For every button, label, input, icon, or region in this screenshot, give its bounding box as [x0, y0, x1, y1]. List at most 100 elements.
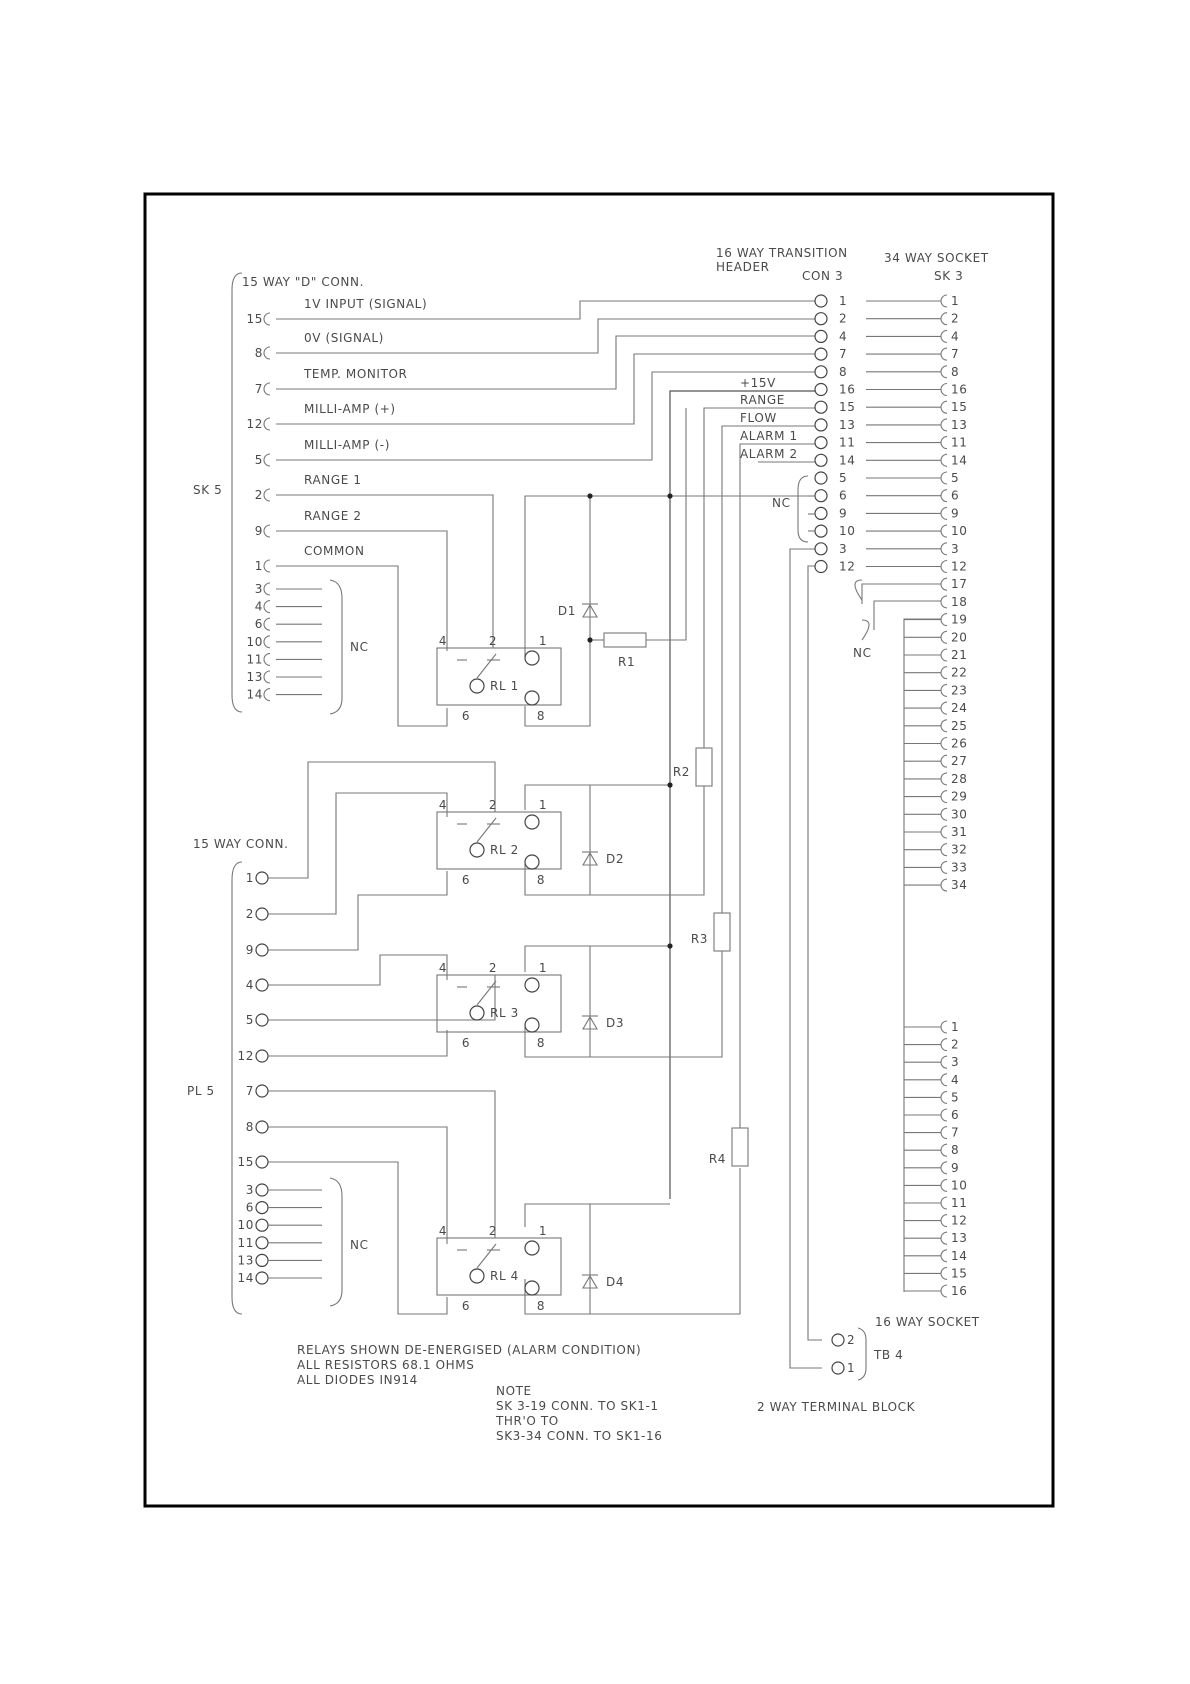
sk3-pin-number: 2 — [951, 312, 959, 326]
sk1-pin-socket — [940, 1178, 948, 1192]
sk3-pin-socket — [940, 329, 948, 343]
sk3-pin-socket — [940, 559, 948, 574]
sk3-pin-number: 22 — [951, 666, 967, 680]
sk3-pin-number: 27 — [951, 754, 967, 768]
note-center-1: NOTE — [496, 1384, 532, 1398]
resistor: R2 — [673, 747, 713, 787]
relay-name: RL 4 — [490, 1269, 519, 1283]
sk3-pin-number: 9 — [951, 506, 959, 520]
relay-terminal — [524, 977, 540, 993]
sk3-pin-socket — [940, 524, 948, 538]
sk3-pin-socket — [940, 683, 948, 697]
sk3-pin-socket — [940, 843, 948, 857]
sk3-pin-socket — [940, 754, 948, 768]
wiring — [268, 300, 941, 1369]
pl5-pin-terminal — [255, 978, 269, 992]
sk3-pin-socket — [940, 825, 948, 839]
relay-terminal — [469, 1268, 485, 1284]
diode-body — [582, 851, 598, 866]
sk5-signal-label: RANGE 1 — [304, 473, 362, 487]
pl5-pin-terminal — [255, 1120, 269, 1134]
sk3-pin-number: 17 — [951, 577, 967, 591]
sk3-pin-number: 28 — [951, 772, 967, 786]
sk5-nc-pin-number: 14 — [247, 688, 263, 702]
sk5-pin-socket — [263, 312, 271, 326]
pl5-title: 15 WAY CONN. — [193, 837, 289, 851]
pl5-pin-number: 12 — [238, 1049, 254, 1063]
resistor-body — [713, 912, 731, 952]
sk5-nc-pin-socket — [263, 688, 271, 702]
sk3-pin-socket — [940, 807, 948, 821]
sk1-pin-socket — [940, 1196, 948, 1210]
junctions — [587, 493, 673, 949]
note-left-3: ALL DIODES IN914 — [297, 1373, 418, 1387]
relay-pin-number: 2 — [489, 798, 497, 812]
con3-pin-number: 5 — [839, 471, 847, 485]
pl5-nc-pin-number: 13 — [238, 1253, 254, 1267]
relay-pin-number: 4 — [439, 961, 447, 975]
con3-signal-label: RANGE — [740, 393, 785, 407]
sk5-signal-label: RANGE 2 — [304, 509, 362, 523]
sk3-pin-number: 30 — [951, 807, 967, 821]
sk3-pin-number: 31 — [951, 825, 967, 839]
con3-pin-number: 3 — [839, 542, 847, 556]
relay-pin-number: 1 — [539, 634, 547, 648]
pl5-pin-terminal — [255, 907, 269, 921]
sk3-pin-number: 6 — [951, 489, 959, 503]
sk5-signal-label: TEMP. MONITOR — [303, 367, 408, 381]
relay-contact — [476, 1243, 497, 1269]
sk3-pin-number: 1 — [951, 294, 959, 308]
resistor-label: R2 — [673, 765, 690, 779]
pl5-nc-pin-number: 11 — [238, 1236, 254, 1250]
sk1-pin-number: 2 — [951, 1038, 959, 1052]
resistor-label: R1 — [618, 655, 635, 669]
relay-contact — [476, 980, 497, 1006]
sk3-pin-socket — [940, 772, 948, 786]
note-center-4: SK3-34 CONN. TO SK1-16 — [496, 1429, 662, 1443]
note-left-2: ALL RESISTORS 68.1 OHMS — [297, 1358, 474, 1372]
pl5-nc-pin-terminal — [255, 1200, 269, 1215]
pl5-nc-pin-terminal — [255, 1183, 269, 1197]
sk1-pin-socket — [940, 1126, 948, 1140]
sk3-pin-number: 23 — [951, 683, 967, 697]
sk3-pin-number: 16 — [951, 383, 967, 397]
relay-body — [436, 811, 562, 870]
sk1-pin-socket — [940, 1249, 948, 1263]
sk5-pin-socket — [263, 417, 271, 431]
con3-pin-terminal — [814, 294, 828, 308]
relay-pin-number: 2 — [489, 961, 497, 975]
sk5-pin-socket — [263, 382, 271, 396]
sk3-nc-tie — [861, 583, 941, 604]
sk5-signal-label: 1V INPUT (SIGNAL) — [304, 297, 427, 311]
con3-pin-number: 13 — [839, 418, 855, 432]
sk1-pin-socket — [940, 1090, 948, 1104]
con3-pin-number: 6 — [839, 489, 847, 503]
sk1-pin-socket — [940, 1266, 948, 1280]
con3-pin-number: 12 — [839, 560, 855, 574]
sk3-pin-socket — [940, 595, 948, 609]
sk3-pin-socket — [940, 506, 948, 520]
relay-pin-number: 1 — [539, 798, 547, 812]
con3-pin-terminal — [814, 542, 828, 556]
sk3-pin-number: 11 — [951, 436, 967, 450]
con3-ref: CON 3 — [802, 269, 843, 283]
diode-label: D4 — [606, 1275, 624, 1289]
relay-contact — [476, 653, 497, 679]
con3-signal-label: FLOW — [740, 411, 777, 425]
sk5-pin-number: 5 — [255, 453, 263, 467]
con3-pin-terminal — [814, 365, 828, 379]
sk5-nc-pin-number: 6 — [255, 617, 263, 631]
sk3-pin-socket — [940, 294, 948, 308]
relay-body — [436, 1237, 562, 1296]
sk5-pin-socket — [263, 346, 271, 360]
sk3-pin-socket — [940, 736, 948, 751]
pl5-pin-number: 2 — [246, 907, 254, 921]
pl5-pin-terminal — [255, 1155, 269, 1169]
pl5-pin-number: 4 — [246, 978, 254, 992]
sk1-pin-number: 8 — [951, 1143, 959, 1157]
con3-pin-terminal — [814, 400, 828, 414]
con3-pin-number: 9 — [839, 506, 847, 520]
